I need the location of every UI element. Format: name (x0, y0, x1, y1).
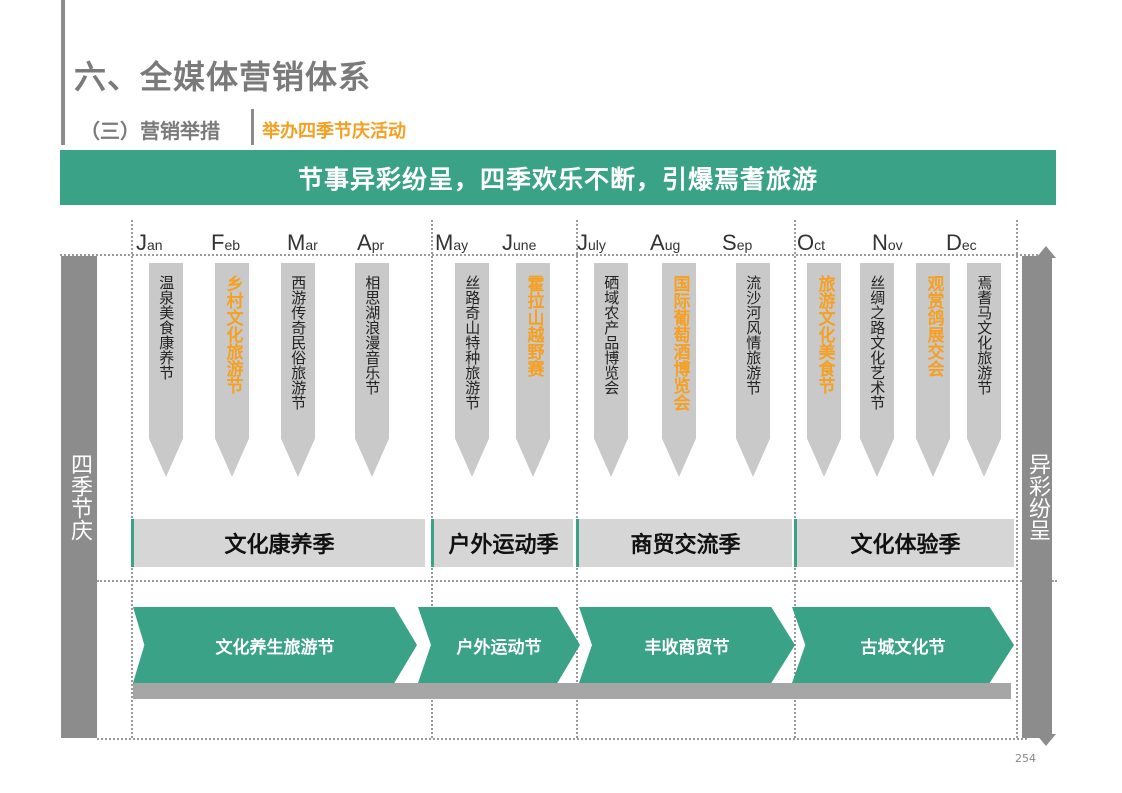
header-rule (61, 0, 65, 145)
festival-arrow: 焉耆马文化旅游节 (967, 263, 1001, 477)
bottom-dotted-line (97, 738, 1027, 740)
divider-line-1 (131, 220, 133, 738)
festival-arrow: 流沙河风情旅游节 (736, 263, 770, 477)
divider-line-5 (1016, 220, 1018, 738)
month-rest: ay (453, 237, 469, 253)
month-june: June (502, 230, 536, 256)
side-left-text: 四季节庆 (67, 453, 92, 541)
month-rest: eb (224, 237, 241, 253)
festival-name: 温泉美食康养节 (157, 275, 176, 380)
slogan-banner: 节事异彩纷呈，四季欢乐不断，引爆焉耆旅游 (60, 150, 1056, 205)
month-oct: Oct (797, 230, 825, 256)
festival-arrow: 国际葡萄酒博览会 (662, 263, 696, 477)
month-cap: S (722, 230, 737, 255)
month-cap: A (357, 230, 372, 255)
side-right-text: 异彩纷呈 (1025, 453, 1050, 541)
festival-chevron: 丰收商贸节 (579, 607, 795, 683)
divider-line-2 (431, 220, 433, 738)
subtitle-divider (251, 109, 254, 145)
month-cap: N (872, 230, 888, 255)
timeline-base-bar (133, 683, 1011, 699)
month-cap: J (136, 230, 147, 255)
festival-name: 旅游文化美食节 (814, 275, 835, 394)
arrow-up-icon (1036, 246, 1056, 258)
festival-name: 霍拉山越野赛 (523, 275, 544, 377)
season-box: 文化康养季 (131, 519, 425, 567)
festival-name: 西游传奇民俗旅游节 (289, 275, 308, 410)
festival-arrow: 硒域农产品博览会 (594, 263, 628, 477)
colorful-label: 异彩纷呈 (1022, 256, 1052, 738)
section-subtopic: 举办四季节庆活动 (262, 121, 406, 142)
month-rest: ct (814, 237, 826, 253)
festival-chevron: 文化养生旅游节 (133, 607, 417, 683)
festival-arrow: 丝路奇山特种旅游节 (455, 263, 489, 477)
top-dotted-line (60, 254, 1050, 256)
festival-name: 丝绸之路文化艺术节 (868, 275, 887, 410)
month-cap: D (946, 230, 962, 255)
month-jan: Jan (136, 230, 163, 256)
month-rest: uly (588, 237, 606, 253)
arrow-down-icon (1036, 734, 1056, 746)
festival-name: 国际葡萄酒博览会 (669, 275, 690, 411)
page-title: 六、全媒体营销体系 (74, 58, 372, 96)
month-rest: ug (664, 237, 681, 253)
festival-name: 焉耆马文化旅游节 (975, 275, 994, 395)
month-dec: Dec (946, 230, 977, 256)
festival-chevron: 户外运动节 (418, 607, 580, 683)
month-nov: Nov (872, 230, 903, 256)
month-rest: ar (305, 237, 318, 253)
festival-arrow: 旅游文化美食节 (807, 263, 841, 477)
month-rest: an (147, 237, 163, 253)
festival-arrow: 相思湖浪漫音乐节 (355, 263, 389, 477)
festival-name: 相思湖浪漫音乐节 (363, 275, 382, 395)
festival-arrow: 温泉美食康养节 (149, 263, 183, 477)
month-cap: A (650, 230, 665, 255)
month-rest: ec (961, 237, 977, 253)
month-rest: ov (887, 237, 903, 253)
page-number: 254 (1015, 752, 1036, 765)
festival-name: 乡村文化旅游节 (222, 275, 243, 394)
month-rest: ep (736, 237, 753, 253)
section-subtitle: （三）营销举措 (80, 119, 220, 143)
month-rest: une (513, 237, 537, 253)
right-arrow-bar (1022, 256, 1052, 738)
divider-line-4 (794, 220, 796, 738)
month-rest: pr (371, 237, 385, 253)
month-cap: J (502, 230, 513, 255)
month-cap: O (797, 230, 815, 255)
season-box: 商贸交流季 (576, 519, 792, 567)
month-cap: J (577, 230, 588, 255)
divider-line-3 (576, 220, 578, 738)
month-aug: Aug (650, 230, 680, 256)
month-mar: Mar (287, 230, 318, 256)
month-july: July (577, 230, 606, 256)
month-sep: Sep (722, 230, 752, 256)
festival-chevron: 古城文化节 (792, 607, 1014, 683)
month-cap: M (435, 230, 454, 255)
season-box: 户外运动季 (431, 519, 573, 567)
festival-name: 硒域农产品博览会 (602, 275, 621, 395)
month-cap: M (287, 230, 306, 255)
festival-name: 丝路奇山特种旅游节 (463, 275, 482, 410)
month-may: May (435, 230, 468, 256)
festival-name: 观赏鸽展交会 (923, 275, 944, 377)
festival-arrow: 乡村文化旅游节 (215, 263, 249, 477)
season-box: 文化体验季 (794, 519, 1014, 567)
festival-arrow: 霍拉山越野赛 (516, 263, 550, 477)
month-apr: Apr (357, 230, 384, 256)
month-feb: Feb (211, 230, 240, 256)
four-seasons-label: 四季节庆 (61, 256, 97, 738)
festival-arrow: 丝绸之路文化艺术节 (860, 263, 894, 477)
festival-name: 流沙河风情旅游节 (744, 275, 763, 395)
festival-arrow: 观赏鸽展交会 (916, 263, 950, 477)
month-cap: F (211, 230, 225, 255)
festival-arrow: 西游传奇民俗旅游节 (281, 263, 315, 477)
